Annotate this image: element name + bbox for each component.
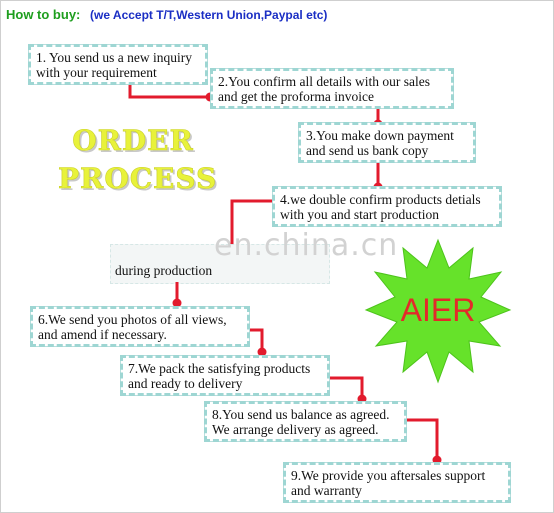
- step-8-line-1: 8.You send us balance as agreed.: [212, 407, 390, 422]
- step-4-line-1: 4.we double confirm products detials: [280, 192, 481, 207]
- step-4-line-2: with you and start production: [280, 207, 439, 222]
- step-1-line-2: with your requirement: [36, 65, 157, 80]
- step-4-box: 4.we double confirm products detials wit…: [272, 186, 502, 227]
- connector-4-5: [230, 199, 275, 244]
- step-3-line-1: 3.You make down payment: [306, 128, 454, 143]
- connector-dot-5: [172, 298, 182, 308]
- connector-8-9: [405, 418, 439, 460]
- step-9-line-1: 9.We provide you aftersales support: [291, 468, 486, 483]
- connector-6-7: [248, 328, 264, 352]
- step-1-line-1: 1. You send us a new inquiry: [36, 50, 193, 65]
- aier-badge-label: AIER: [400, 292, 476, 328]
- header-payment-note: (we Accept T/T,Western Union,Paypal etc): [90, 8, 328, 22]
- aier-starburst: [364, 238, 512, 384]
- step-8-box: 8.You send us balance as agreed. We arra…: [204, 401, 407, 442]
- step-7-line-1: 7.We pack the satisfying products: [128, 361, 311, 376]
- title-process: PROCESS: [58, 162, 218, 196]
- connector-7-8: [330, 376, 364, 400]
- step-2-box: 2.You confirm all details with our sales…: [210, 68, 454, 109]
- step-8-line-2: We arrange delivery as agreed.: [212, 422, 379, 437]
- step-3-line-2: and send us bank copy: [306, 143, 429, 158]
- step-9-box: 9.We provide you aftersales support and …: [283, 462, 511, 503]
- step-7-box: 7.We pack the satisfying products and re…: [120, 355, 330, 396]
- step-3-box: 3.You make down payment and send us bank…: [298, 122, 476, 163]
- watermark-text: en.china.cn: [214, 228, 399, 263]
- how-to-buy-header: How to buy: (we Accept T/T,Western Union…: [6, 7, 327, 22]
- step-7-line-2: and ready to delivery: [128, 376, 243, 391]
- step-5-box-faded: [110, 244, 330, 284]
- step-6-box: 6.We send you photos of all views, and a…: [30, 306, 250, 347]
- step-9-line-2: and warranty: [291, 483, 362, 498]
- header-lead: How to buy:: [6, 7, 81, 22]
- step-6-line-2: and amend if necessary.: [38, 327, 167, 342]
- step-6-line-1: 6.We send you photos of all views,: [38, 312, 227, 327]
- step-1-box: 1. You send us a new inquiry with your r…: [28, 44, 208, 85]
- connector-dot-6: [257, 347, 267, 357]
- step-2-line-1: 2.You confirm all details with our sales: [218, 74, 430, 89]
- title-order: ORDER: [72, 124, 194, 158]
- step-5-text: during production: [115, 263, 213, 278]
- step-2-line-2: and get the proforma invoice: [218, 89, 374, 104]
